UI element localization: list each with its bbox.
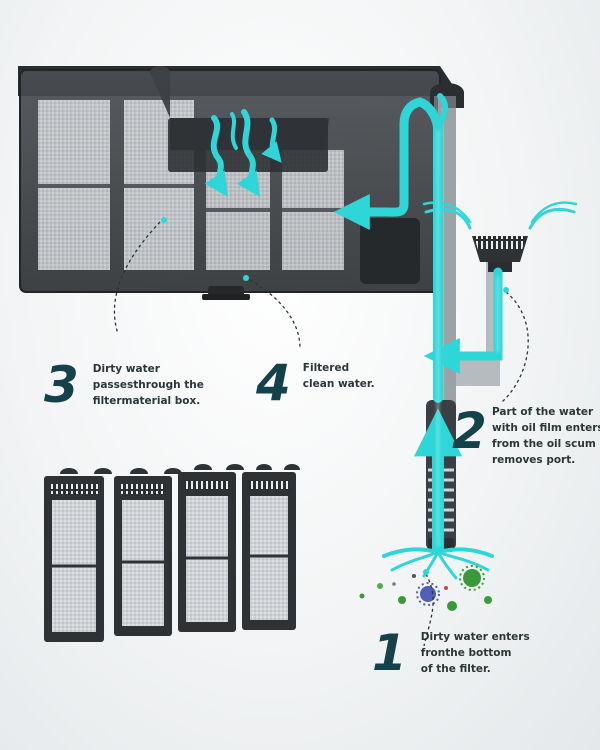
step-3-line: filtermaterial box. bbox=[92, 395, 201, 407]
step-1-line: of the filter. bbox=[420, 663, 491, 675]
step-4-line: clean water. bbox=[302, 378, 375, 390]
filter-cartridge-icon bbox=[242, 464, 300, 630]
step-4: 4 Filtered clean water. bbox=[256, 358, 375, 408]
step-4-line: Filtered bbox=[302, 362, 350, 374]
step-2-line: Part of the water bbox=[492, 406, 594, 418]
step-4-text: Filtered clean water. bbox=[303, 360, 375, 392]
step-3-line: passesthrough the bbox=[92, 379, 204, 391]
step-3: 3 Dirty water passesthrough the filterma… bbox=[44, 360, 204, 410]
oil-skimmer-icon bbox=[446, 236, 528, 386]
step-4-number: 4 bbox=[256, 354, 291, 412]
filter-body bbox=[18, 66, 452, 300]
bacteria-icon bbox=[359, 565, 492, 611]
step-1-number: 1 bbox=[372, 624, 407, 682]
step-2-line: with oil film enters bbox=[492, 422, 600, 434]
step-1-line: Dirty water enters bbox=[420, 631, 530, 643]
step-3-text: Dirty water passesthrough the filtermate… bbox=[93, 361, 204, 409]
step-2-text: Part of the water with oil film enters f… bbox=[492, 404, 600, 468]
callout-lines bbox=[113, 221, 529, 647]
step-2-line: removes port. bbox=[492, 454, 576, 466]
filter-cartridge-icon bbox=[44, 468, 112, 642]
step-2-number: 2 bbox=[452, 402, 487, 460]
filter-cartridge-icon bbox=[178, 464, 244, 632]
step-2: 2 bbox=[452, 406, 487, 456]
step-1-text: Dirty water enters fronthe bottom of the… bbox=[421, 629, 530, 677]
replacement-cartridges bbox=[44, 464, 300, 642]
step-2-line: from the oil scum bbox=[492, 438, 596, 450]
step-1: 1 Dirty water enters fronthe bottom of t… bbox=[372, 628, 530, 678]
step-1-line: fronthe bottom bbox=[420, 647, 512, 659]
step-3-number: 3 bbox=[44, 356, 79, 414]
filter-cartridge-icon bbox=[114, 468, 182, 636]
step-3-line: Dirty water bbox=[92, 363, 160, 375]
